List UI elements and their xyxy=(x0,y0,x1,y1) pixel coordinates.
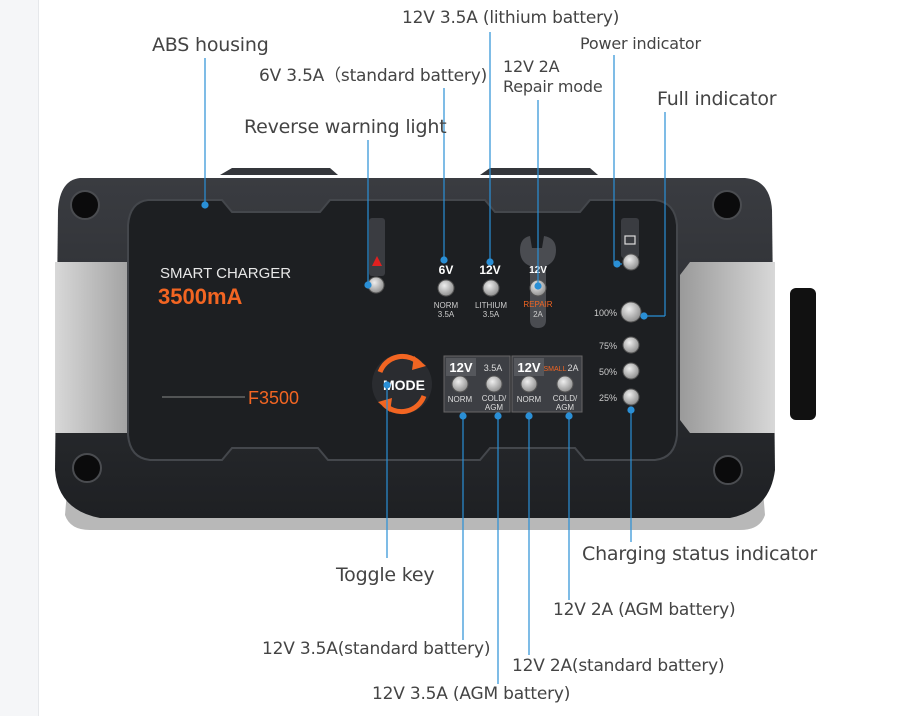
svg-text:2A: 2A xyxy=(567,363,578,373)
svg-text:100%: 100% xyxy=(594,308,617,318)
led-12v-lithium-label: 12V xyxy=(479,263,500,277)
callout-toggle-key: Toggle key xyxy=(336,564,435,586)
svg-text:25%: 25% xyxy=(599,393,617,403)
led-6v-label: 6V xyxy=(439,263,454,277)
callout-reverse-warning: Reverse warning light xyxy=(244,116,447,138)
callout-repair-mode: Repair mode xyxy=(503,77,603,96)
svg-text:NORM: NORM xyxy=(517,395,542,404)
svg-text:AGM: AGM xyxy=(485,403,504,412)
callout-power-indicator: Power indicator xyxy=(580,34,701,53)
callout-agm-2a: 12V 2A (AGM battery) xyxy=(553,600,736,620)
led-12v-3-5a-norm xyxy=(451,375,469,393)
warning-triangle-icon xyxy=(372,256,382,266)
status-led-75 xyxy=(622,336,640,354)
status-led-100 xyxy=(620,301,642,323)
svg-text:NORM: NORM xyxy=(448,395,473,404)
svg-text:2A: 2A xyxy=(533,310,543,319)
callout-lines xyxy=(201,32,666,684)
mode-button-label: MODE xyxy=(383,377,425,393)
svg-text:12V: 12V xyxy=(517,360,540,375)
callout-lithium-12v: 12V 3.5A (lithium battery) xyxy=(402,8,620,28)
brand-line: SMART CHARGER xyxy=(160,265,291,282)
svg-text:75%: 75% xyxy=(599,341,617,351)
callout-full-indicator: Full indicator xyxy=(657,88,777,110)
led-6v xyxy=(437,279,455,297)
svg-text:REPAIR: REPAIR xyxy=(523,300,552,309)
battery-plug-icon xyxy=(624,235,636,245)
screw-hole-top-right xyxy=(712,190,742,220)
face-panel xyxy=(127,199,678,461)
led-12v-3-5a-agm xyxy=(485,375,503,393)
svg-text:LITHIUM: LITHIUM xyxy=(475,301,507,310)
callout-standard-3-5a: 12V 3.5A(standard battery) xyxy=(262,639,491,659)
svg-text:COLD/: COLD/ xyxy=(553,394,578,403)
screw-hole-top-left xyxy=(70,190,100,220)
callout-standard-2a: 12V 2A(standard battery) xyxy=(512,656,725,676)
screw-hole-bottom-left xyxy=(72,453,102,483)
screw-hole-bottom-right xyxy=(713,455,743,485)
capacity-label: 3500mA xyxy=(158,284,243,309)
left-end-cap xyxy=(55,262,140,433)
svg-text:NORM: NORM xyxy=(434,301,459,310)
svg-text:AGM: AGM xyxy=(556,403,575,412)
svg-text:SMALL: SMALL xyxy=(544,366,567,373)
left-margin-bar xyxy=(0,0,39,716)
led-12v-lithium xyxy=(482,279,500,297)
svg-text:3.5A: 3.5A xyxy=(484,363,503,373)
callout-agm-3-5a: 12V 3.5A (AGM battery) xyxy=(372,684,571,704)
svg-text:12V: 12V xyxy=(449,360,472,375)
power-led xyxy=(622,253,640,271)
led-12v-2a-agm xyxy=(556,375,574,393)
right-end-cap xyxy=(680,262,775,433)
callout-repair-12v: 12V 2A xyxy=(503,57,560,76)
led-12v-2a-norm xyxy=(520,375,538,393)
svg-text:COLD/: COLD/ xyxy=(482,394,507,403)
output-connector xyxy=(790,288,816,420)
svg-text:50%: 50% xyxy=(599,367,617,377)
svg-text:3.5A: 3.5A xyxy=(483,310,500,319)
svg-text:3.5A: 3.5A xyxy=(438,310,455,319)
callout-abs-housing: ABS housing xyxy=(152,34,269,56)
rotate-arrow-icon xyxy=(412,356,426,370)
callout-standard-6v: 6V 3.5A（standard battery) xyxy=(259,66,488,86)
status-led-25 xyxy=(622,388,640,406)
callout-charging-status: Charging status indicator xyxy=(582,543,817,565)
mode-button[interactable]: MODE xyxy=(372,353,432,415)
model-label: F3500 xyxy=(248,388,299,408)
status-led-50 xyxy=(622,362,640,380)
